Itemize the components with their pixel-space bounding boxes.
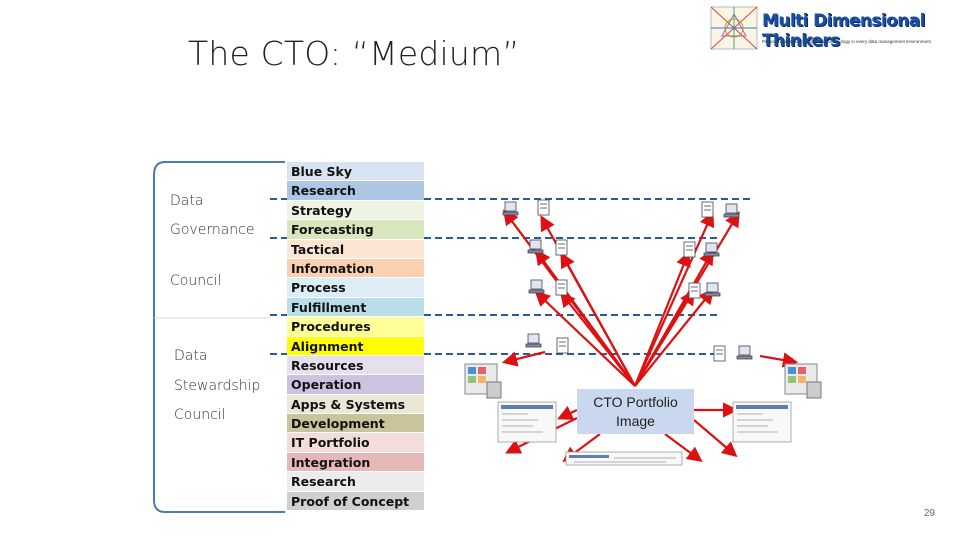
report-thumbnail: [732, 401, 792, 443]
layer-row: Research: [287, 181, 424, 201]
stewardship-council-line-2: Stewardship: [174, 378, 261, 394]
layer-row: Strategy: [287, 200, 424, 221]
portfolio-box-line-1: CTO Portfolio: [593, 394, 678, 410]
arrow-4: [560, 252, 636, 387]
document-icon: [537, 199, 550, 216]
arrow-7: [633, 210, 715, 387]
computer-icon: [502, 201, 519, 216]
computer-icon: [736, 345, 753, 360]
arrow-9: [633, 250, 691, 387]
document-icon: [555, 279, 568, 296]
arrow-20: [664, 433, 703, 462]
layer-row: Information: [287, 258, 424, 279]
cto-portfolio-box: CTO Portfolio Image: [577, 389, 694, 434]
document-icon: [701, 201, 714, 218]
company-logo: Multi Dimensional Thinkers Persistent un…: [710, 6, 954, 52]
computer-icon: [703, 242, 720, 257]
document-icon: [713, 345, 726, 362]
layer-row: Research: [287, 472, 424, 492]
arrow-15: [557, 405, 578, 420]
layer-row: Apps & Systems: [287, 394, 424, 415]
arrow-13: [501, 350, 546, 367]
layer-row: Alignment: [287, 336, 424, 356]
computer-icon: [723, 203, 740, 218]
report-thumbnail: [497, 401, 557, 443]
document-icon: [556, 337, 569, 354]
document-icon: [555, 239, 568, 256]
layer-row: IT Portfolio: [287, 433, 424, 453]
governance-council-line-2: Governance: [170, 222, 255, 238]
app-cubes: [464, 363, 822, 399]
app-cube-icon: [464, 363, 502, 399]
computer-icon: [525, 333, 542, 348]
layer-row: Forecasting: [287, 220, 424, 240]
logo-tagline: Persistent understanding today's technol…: [762, 39, 931, 44]
stewardship-council-line-3: Council: [174, 407, 226, 423]
report-thumbnail: [565, 451, 683, 466]
arrow-6: [559, 291, 636, 387]
app-cube-icon: [784, 363, 822, 399]
computer-icons: [502, 199, 753, 362]
layer-row: Process: [287, 278, 424, 298]
portfolio-box-line-2: Image: [616, 413, 655, 429]
document-icon: [688, 282, 701, 299]
computer-icon: [704, 282, 721, 297]
arrow-14: [759, 352, 799, 368]
report-thumbnails: [497, 401, 792, 466]
computer-icon: [527, 239, 544, 254]
layer-row: Operation: [287, 375, 424, 395]
arrow-12: [634, 288, 715, 387]
layer-row: Tactical: [287, 239, 424, 259]
governance-council-line-3: Council: [170, 273, 222, 289]
stewardship-council-line-1: Data: [174, 348, 208, 364]
computer-icon: [528, 279, 545, 294]
arrow-11: [634, 289, 695, 387]
layer-row: Procedures: [287, 317, 424, 337]
arrow-5: [534, 290, 636, 387]
layer-row: Proof of Concept: [287, 491, 424, 512]
layer-row: Integration: [287, 452, 424, 473]
governance-council-line-1: Data: [170, 193, 204, 209]
document-icon: [683, 241, 696, 258]
layer-row: Resources: [287, 355, 424, 376]
slide-title: The CTO: “Medium”: [188, 34, 520, 73]
council-bracket: [153, 161, 285, 513]
page-number: 29: [923, 508, 935, 519]
layer-row: Development: [287, 414, 424, 434]
layer-row: Fulfillment: [287, 297, 424, 318]
arrow-18: [693, 419, 738, 458]
layer-row: Blue Sky: [287, 162, 424, 182]
logo-wordmark: Multi Dimensional Thinkers: [762, 11, 925, 51]
logo-mark-icon: [710, 6, 758, 50]
